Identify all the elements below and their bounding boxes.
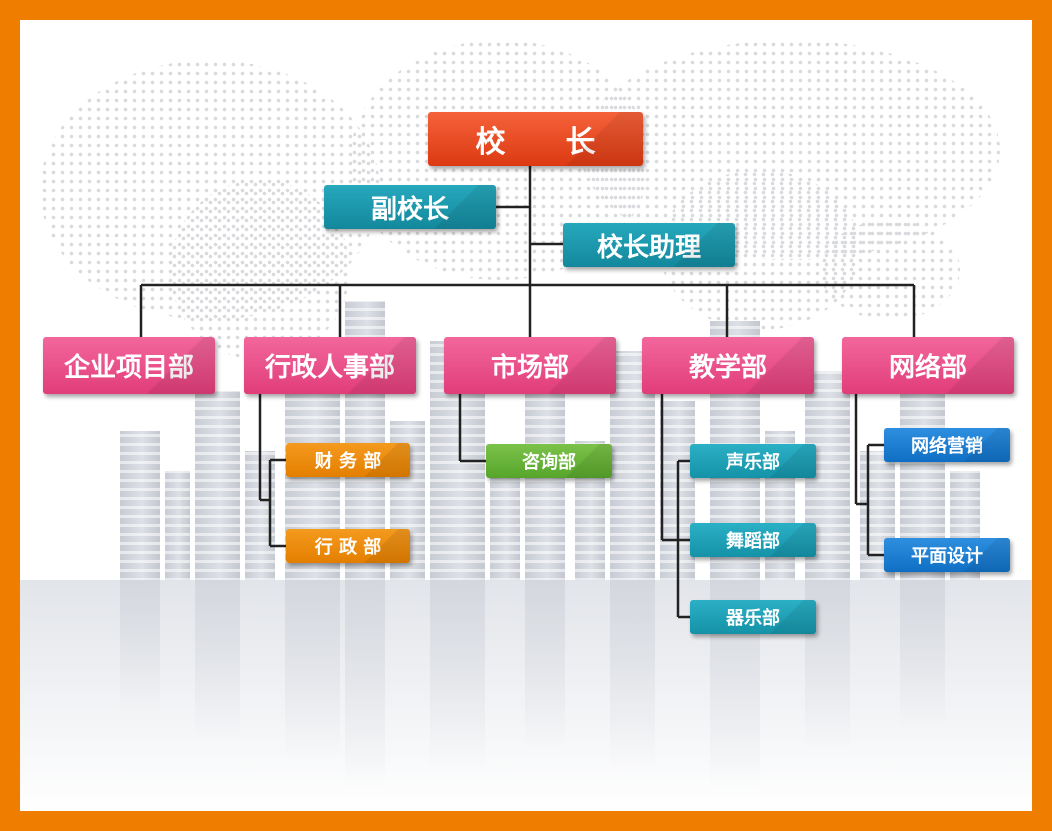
sub-department-label: 咨询部	[522, 452, 576, 473]
department-box-admin-hr: 行政人事部	[244, 337, 416, 394]
sub-department-instrumental: 器乐部	[690, 600, 816, 634]
sub-department-administration: 行 政 部	[286, 529, 410, 563]
sub-department-label: 舞蹈部	[726, 531, 780, 552]
sub-department-consulting: 咨询部	[486, 444, 612, 478]
vice-principal-label: 副校长	[370, 194, 449, 225]
department-box-enterprise: 企业项目部	[43, 337, 215, 394]
sub-department-vocal: 声乐部	[690, 444, 816, 478]
principal-label: 校 长	[475, 125, 596, 160]
department-label: 教学部	[688, 353, 767, 383]
department-label: 行政人事部	[264, 353, 395, 383]
sub-department-graphic-design: 平面设计	[884, 538, 1010, 572]
sub-department-label: 器乐部	[726, 608, 780, 629]
sub-department-label: 平面设计	[911, 546, 983, 567]
department-label: 企业项目部	[63, 353, 194, 383]
principal-box: 校 长	[428, 112, 643, 166]
sub-department-web-marketing: 网络营销	[884, 428, 1010, 462]
sub-department-label: 行 政 部	[314, 537, 382, 558]
sub-department-label: 声乐部	[726, 452, 780, 473]
chart-frame: 校 长 副校长 校长助理 企业项目部 行政人事部 市场部 教学部 网络部 财 务…	[20, 20, 1032, 811]
connector-lines	[139, 166, 916, 619]
sub-department-label: 财 务 部	[314, 451, 382, 472]
department-box-teaching: 教学部	[642, 337, 814, 394]
principal-assistant-box: 校长助理	[563, 223, 735, 267]
department-box-network: 网络部	[842, 337, 1014, 394]
department-box-marketing: 市场部	[444, 337, 616, 394]
department-label: 市场部	[490, 353, 569, 383]
department-label: 网络部	[888, 353, 967, 383]
sub-department-dance: 舞蹈部	[690, 523, 816, 557]
vice-principal-box: 副校长	[324, 185, 496, 229]
principal-assistant-label: 校长助理	[596, 232, 701, 263]
sub-department-finance: 财 务 部	[286, 443, 410, 477]
sub-department-label: 网络营销	[911, 436, 983, 457]
